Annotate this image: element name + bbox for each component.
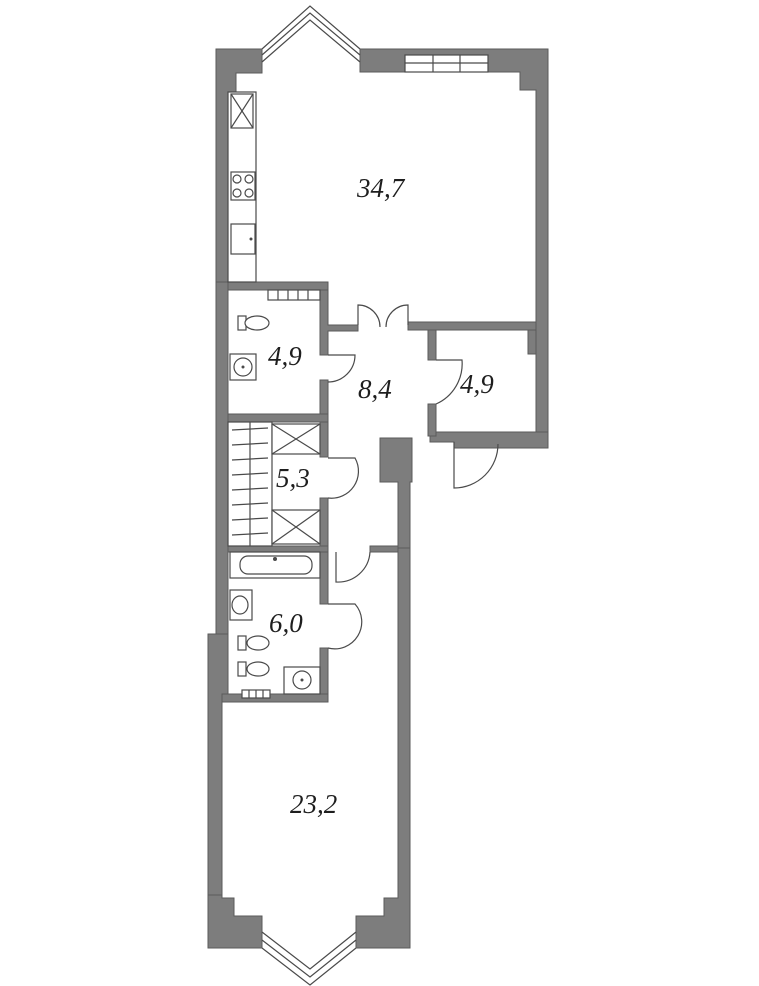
door-storage — [435, 359, 463, 405]
wardrobe-box-bottom — [271, 509, 321, 545]
area-label-wardrobe: 5,3 — [276, 463, 310, 493]
door-living — [357, 304, 409, 328]
area-label-bathroom-bottom: 6,0 — [269, 608, 303, 638]
washing-machine-icon — [283, 666, 321, 695]
bottom-bay-window — [261, 931, 357, 986]
area-label-bedroom: 23,2 — [290, 789, 337, 819]
top-window — [404, 54, 489, 73]
area-label-hall: 8,4 — [358, 374, 392, 404]
interior-walls — [221, 281, 537, 703]
door-entrance — [453, 442, 499, 489]
washbasin-icon — [229, 353, 257, 381]
toilet-lower-icon — [237, 635, 270, 651]
area-label-living-kitchen: 34,7 — [356, 173, 406, 203]
wardrobe-box-top — [271, 423, 321, 455]
door-wardrobe — [327, 457, 360, 499]
top-bay-window — [261, 5, 361, 63]
bathtub-icon — [229, 551, 321, 579]
radiator-lower-icon — [241, 689, 271, 699]
washbasin-lower-icon — [229, 589, 253, 621]
area-label-bathroom-top: 4,9 — [268, 341, 302, 371]
door-bedroom-passage — [335, 551, 371, 583]
wardrobe-shelving — [227, 421, 273, 547]
kitchen-sink-icon — [230, 223, 256, 255]
radiator-icon — [267, 289, 321, 301]
area-label-storage: 4,9 — [460, 369, 494, 399]
bidet-icon — [237, 661, 270, 677]
door-bathroom-bottom — [327, 603, 363, 650]
toilet-icon — [237, 315, 270, 331]
stove-icon — [230, 171, 256, 201]
door-bathroom-top — [327, 354, 356, 383]
